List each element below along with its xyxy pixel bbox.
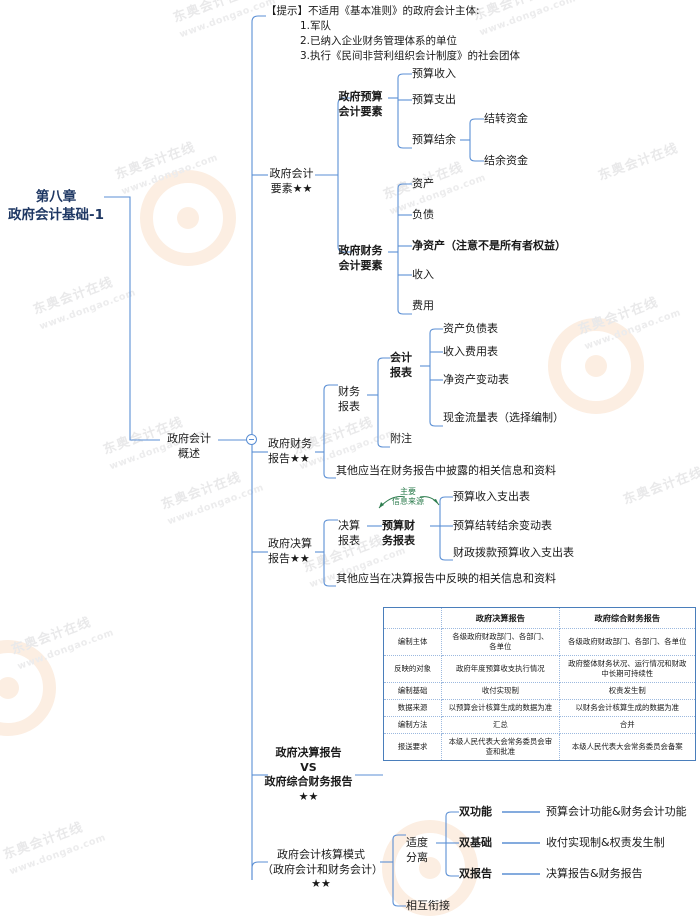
table-row-header: 编制主体 bbox=[382, 628, 443, 656]
annotation-arrowhead bbox=[379, 502, 384, 508]
node-budget-carryover-change-statement[interactable]: 预算结转结余变动表 bbox=[453, 519, 552, 532]
node-financial-statements[interactable]: 财务 报表 bbox=[338, 385, 360, 413]
table-cell: 汇总 bbox=[441, 716, 560, 734]
table-cell: 以财务会计核算生成的数据为准 bbox=[558, 699, 697, 717]
node-budget-expense[interactable]: 预算支出 bbox=[412, 93, 456, 106]
table-cell: 以预算会计核算生成的数据为准 bbox=[441, 699, 560, 717]
node-net-asset-change-statement[interactable]: 净资产变动表 bbox=[443, 373, 509, 386]
table-row: 反映的对象政府年度预算收支执行情况政府整体财务状况、运行情况和财政中长期可持续性 bbox=[382, 655, 697, 683]
node-carryover-funds[interactable]: 结转资金 bbox=[484, 112, 528, 125]
table-header-row: 政府决算报告政府综合财务报告 bbox=[382, 607, 697, 629]
table-cell: 各级政府财政部门、各部门、各单位 bbox=[441, 628, 560, 656]
node-moderate-separation[interactable]: 适度 分离 bbox=[406, 836, 428, 864]
table-row: 报送要求本级人民代表大会常务委员会审查和批准本级人民代表大会常务委员会备案 bbox=[382, 733, 697, 761]
comparison-table: 政府决算报告政府综合财务报告编制主体各级政府财政部门、各部门、各单位各级政府财政… bbox=[382, 607, 697, 761]
table-cell: 收付实现制 bbox=[441, 682, 560, 700]
table-header-cell: 政府综合财务报告 bbox=[558, 607, 697, 629]
node-appropriation-budget-statement[interactable]: 财政拨款预算收入支出表 bbox=[453, 546, 574, 559]
node-comparison-label[interactable]: 政府决算报告 VS 政府综合财务报告 ★★ bbox=[264, 746, 353, 803]
node-financial-elements[interactable]: 政府财务 会计要素 bbox=[338, 244, 383, 272]
node-budget-surplus[interactable]: 预算结余 bbox=[412, 133, 456, 146]
node-final-account-statements[interactable]: 决算 报表 bbox=[338, 519, 360, 547]
node-balance-sheet[interactable]: 资产负债表 bbox=[443, 322, 498, 335]
hint-line-4: 3.执行《民间非营利组织会计制度》的社会团体 bbox=[300, 50, 521, 62]
table-cell: 政府年度预算收支执行情况 bbox=[441, 655, 560, 683]
node-other-final-account-info[interactable]: 其他应当在决算报告中反映的相关信息和资料 bbox=[336, 572, 556, 585]
table-cell: 本级人民代表大会常务委员会审查和批准 bbox=[441, 733, 560, 761]
node-surplus-funds[interactable]: 结余资金 bbox=[484, 154, 528, 167]
annotation-main-info-source: 主要 信息来源 bbox=[392, 487, 424, 506]
node-other-financial-disclosure[interactable]: 其他应当在财务报告中披露的相关信息和资料 bbox=[336, 464, 556, 477]
table-row: 数据来源以预算会计核算生成的数据为准以财务会计核算生成的数据为准 bbox=[382, 699, 697, 717]
node-dual-basis-value[interactable]: 收付实现制&权责发生制 bbox=[546, 836, 665, 849]
node-revenue[interactable]: 收入 bbox=[412, 268, 434, 281]
annotation-arrowhead bbox=[433, 499, 439, 505]
node-budget-revenue-expense-statement[interactable]: 预算收入支出表 bbox=[453, 490, 530, 503]
node-dual-basis[interactable]: 双基础 bbox=[459, 836, 492, 849]
table-cell: 各级政府财政部门、各部门、各单位 bbox=[558, 628, 697, 656]
node-mutual-connection[interactable]: 相互衔接 bbox=[406, 899, 450, 912]
table-row-header: 编制基础 bbox=[382, 682, 443, 700]
hint-line-3: 2.已纳入企业财务管理体系的单位 bbox=[300, 35, 458, 47]
node-cash-flow-statement[interactable]: 现金流量表（选择编制） bbox=[443, 411, 564, 424]
node-root-branch[interactable]: 政府会计 概述 bbox=[167, 432, 211, 460]
node-dual-function[interactable]: 双功能 bbox=[459, 805, 492, 818]
node-liability[interactable]: 负债 bbox=[412, 208, 434, 221]
node-accounting-statements[interactable]: 会计 报表 bbox=[390, 351, 412, 379]
table-cell: 权责发生制 bbox=[558, 682, 697, 700]
table-row: 编制基础收付实现制权责发生制 bbox=[382, 682, 697, 700]
node-accounting-mode[interactable]: 政府会计核算模式 （政府会计和财务会计） ★★ bbox=[262, 848, 383, 890]
table-row-header: 数据来源 bbox=[382, 699, 443, 717]
node-accounting-elements[interactable]: 政府会计 要素★★ bbox=[269, 167, 314, 195]
table-cell: 合并 bbox=[558, 716, 697, 734]
table-header-cell: 政府决算报告 bbox=[441, 607, 560, 629]
node-dual-function-value[interactable]: 预算会计功能&财务会计功能 bbox=[546, 805, 687, 818]
node-budget-elements[interactable]: 政府预算 会计要素 bbox=[338, 90, 383, 118]
table-row: 编制方法汇总合并 bbox=[382, 716, 697, 734]
node-net-assets[interactable]: 净资产（注意不是所有者权益） bbox=[412, 239, 566, 252]
table-row: 编制主体各级政府财政部门、各部门、各单位各级政府财政部门、各部门、各单位 bbox=[382, 628, 697, 656]
table-corner-cell bbox=[382, 607, 443, 629]
table-cell: 政府整体财务状况、运行情况和财政中长期可持续性 bbox=[558, 655, 697, 683]
node-dual-report[interactable]: 双报告 bbox=[459, 867, 492, 880]
table-row-header: 编制方法 bbox=[382, 716, 443, 734]
node-expense[interactable]: 费用 bbox=[412, 299, 434, 312]
table-row-header: 报送要求 bbox=[382, 733, 443, 761]
node-government-final-account-report[interactable]: 政府决算 报告★★ bbox=[268, 537, 312, 565]
node-budget-revenue[interactable]: 预算收入 bbox=[412, 67, 456, 80]
node-dual-report-value[interactable]: 决算报告&财务报告 bbox=[546, 867, 643, 880]
node-income-expense-statement[interactable]: 收入费用表 bbox=[443, 345, 498, 358]
node-notes[interactable]: 附注 bbox=[390, 432, 412, 445]
table-cell: 本级人民代表大会常务委员会备案 bbox=[558, 733, 697, 761]
node-asset[interactable]: 资产 bbox=[412, 177, 434, 190]
page-title: 第八章 政府会计基础-1 bbox=[8, 189, 104, 223]
node-budget-financial-statements[interactable]: 预算财 务报表 bbox=[382, 519, 415, 547]
hint-line-2: 1.军队 bbox=[300, 20, 332, 32]
collapse-toggle-icon[interactable] bbox=[246, 434, 257, 445]
hint-line-1: 【提示】不适用《基本准则》的政府会计主体: bbox=[266, 5, 480, 17]
table-row-header: 反映的对象 bbox=[382, 655, 443, 683]
node-government-financial-report[interactable]: 政府财务 报告★★ bbox=[268, 437, 312, 465]
